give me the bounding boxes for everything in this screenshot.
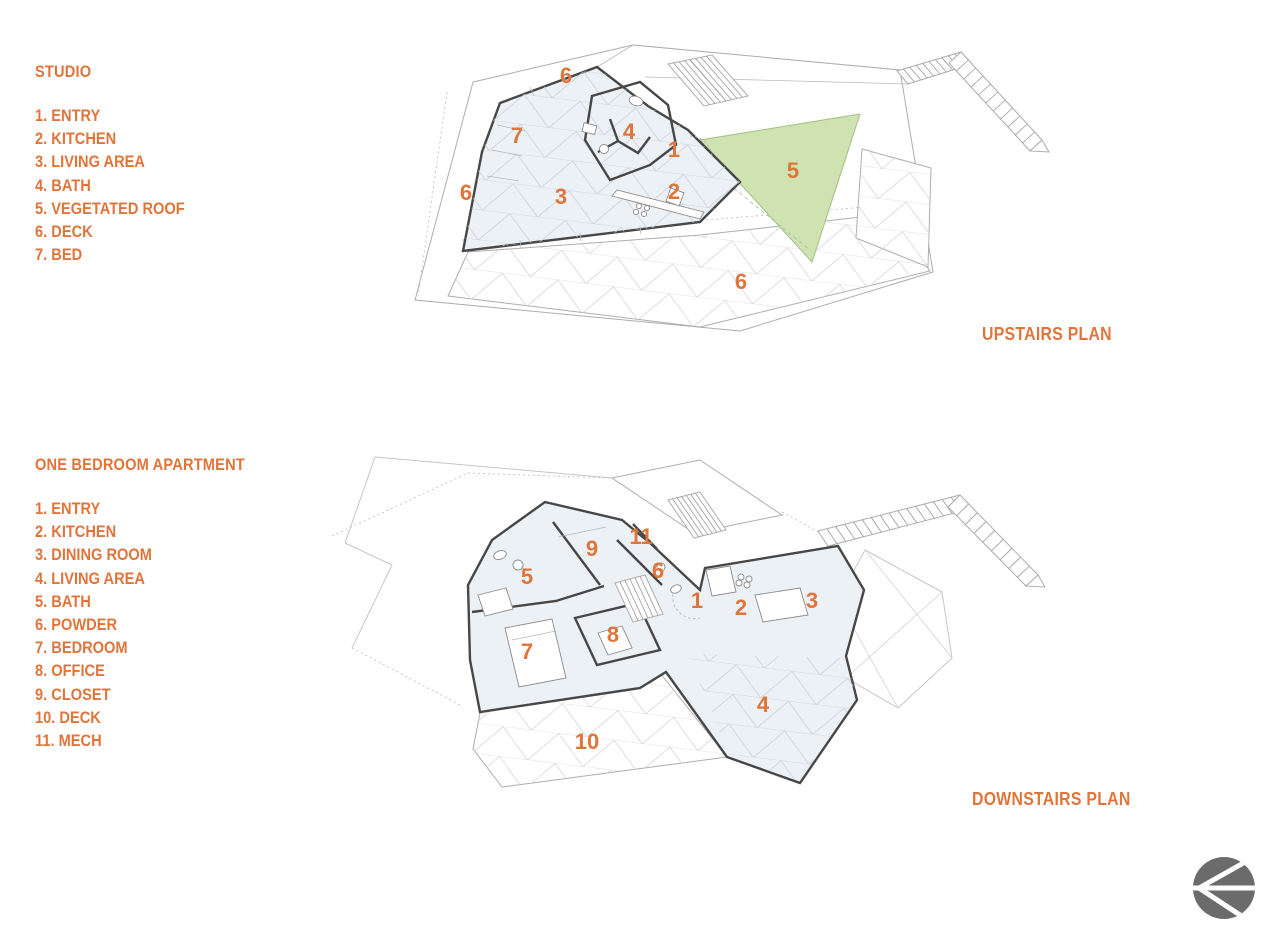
stove-burners-icon [632, 202, 651, 218]
sink-icon [512, 559, 524, 571]
room-number: 10 [575, 729, 599, 754]
legend-studio-items: 1. ENTRY 2. KITCHEN 3. LIVING AREA 4. BATH 5… [35, 104, 185, 266]
legend-item: 1. ENTRY [35, 499, 101, 518]
legend-item: 4. BATH [35, 175, 91, 195]
room-number: 9 [586, 536, 598, 561]
downstairs-interior-stair [614, 574, 664, 623]
kitchen-island [665, 187, 685, 207]
toilet-icon [628, 95, 644, 107]
legend-item: 6. DECK [35, 222, 93, 242]
downstairs-stair-tip [1024, 574, 1046, 588]
legend-item: 5. BATH [35, 591, 91, 611]
downstairs-plan-caption: DOWNSTAIRS PLAN [972, 789, 1131, 809]
legend-item: 6. POWDER [35, 615, 118, 635]
legend-item: 8. OFFICE [35, 661, 105, 681]
room-number: 3 [555, 184, 567, 209]
upstairs-plan-drawing: 6 7 4 1 5 2 3 6 6 [414, 44, 1050, 332]
upstairs-overhang-dotted [417, 91, 448, 297]
downstairs-interior [466, 500, 866, 785]
room-number: 1 [691, 588, 703, 613]
window-ticks [519, 74, 642, 249]
legend-item: 3. DINING ROOM [35, 545, 152, 565]
legend-apartment-title: ONE BEDROOM APARTMENT [35, 455, 245, 474]
legend-item: 3. LIVING AREA [35, 152, 145, 172]
downstairs-exterior-stair-upper [817, 494, 971, 547]
legend-studio-title: STUDIO [35, 62, 92, 81]
toilet-icon [670, 584, 682, 594]
room-number: 3 [806, 588, 818, 613]
basin-icon [581, 122, 598, 136]
sink-icon [656, 562, 666, 572]
entry-door-swing [689, 135, 713, 159]
room-number: 7 [521, 639, 533, 664]
upstairs-plan-caption: UPSTAIRS PLAN [982, 324, 1112, 344]
room-number: 5 [787, 158, 799, 183]
legend-item: 5. VEGETATED ROOF [35, 198, 185, 218]
stove-burners-icon [735, 573, 753, 589]
legend-apartment-items: 1. ENTRY 2. KITCHEN 3. DINING ROOM 4. LIVIN… [35, 497, 245, 752]
vegetated-roof [662, 113, 861, 263]
tub-icon [477, 587, 514, 617]
room-number: 7 [511, 123, 523, 148]
upstairs-interior [461, 65, 742, 253]
upstairs-ridge-line [596, 44, 634, 68]
room-number: 2 [668, 179, 680, 204]
room-number: 6 [460, 180, 472, 205]
kitchen-counter [611, 189, 705, 220]
sink-icon [599, 144, 609, 154]
kitchen-counter [705, 565, 737, 597]
bed-pillow-line [511, 630, 557, 641]
legend-item: 7. BEDROOM [35, 638, 128, 658]
closet-line [557, 526, 607, 538]
interior-partitions [471, 521, 663, 614]
legend-item: 10. DECK [35, 707, 101, 727]
architect-logo-icon [1193, 857, 1255, 919]
downstairs-plan-drawing: 9 116 5 1 2 3 8 7 4 10 [331, 456, 1046, 788]
legend-item: 2. KITCHEN [35, 129, 117, 149]
bath-walls [583, 80, 678, 182]
bed-icon [504, 618, 567, 688]
room-number: 6 [735, 269, 747, 294]
room-number: 2 [735, 595, 747, 620]
kitchen-island [754, 587, 809, 623]
legend-item: 2. KITCHEN [35, 522, 117, 542]
legend-item: 11. MECH [35, 731, 102, 751]
bed-alcove-lines [486, 124, 526, 182]
upstairs-stair-tip [1028, 139, 1050, 153]
room-number: 6 [652, 558, 664, 583]
upstairs-exterior-stair-lower [948, 51, 1043, 152]
room-number: 4 [757, 692, 770, 717]
legend-item: 9. CLOSET [35, 684, 111, 704]
office-walls [573, 601, 662, 667]
legend-studio: STUDIO 1. ENTRY 2. KITCHEN 3. LIVING AREA 4… [35, 62, 185, 266]
downstairs-exterior-stair-lower [947, 494, 1039, 587]
legend-item: 4. LIVING AREA [35, 568, 145, 588]
legend-item: 1. ENTRY [35, 106, 101, 125]
upstairs-right-deck [855, 148, 932, 268]
toilet-icon [493, 550, 507, 560]
room-number: 6 [560, 63, 572, 88]
downstairs-upper-stair-ghost [667, 491, 727, 539]
legend-apartment: ONE BEDROOM APARTMENT 1. ENTRY 2. KITCHEN… [35, 455, 245, 752]
room-number: 8 [607, 622, 619, 647]
upstairs-stair-divider [689, 59, 727, 102]
room-number: 5 [521, 564, 533, 589]
room-number: 11 [629, 524, 652, 549]
legend-item: 7. BED [35, 245, 83, 265]
room-number: 1 [668, 137, 680, 162]
downstairs-room-numbers: 9 116 5 1 2 3 8 7 4 10 [521, 524, 818, 754]
upstairs-room-numbers: 6 7 4 1 5 2 3 6 6 [460, 63, 799, 294]
office-desk [597, 625, 633, 656]
room-number: 4 [623, 119, 636, 144]
